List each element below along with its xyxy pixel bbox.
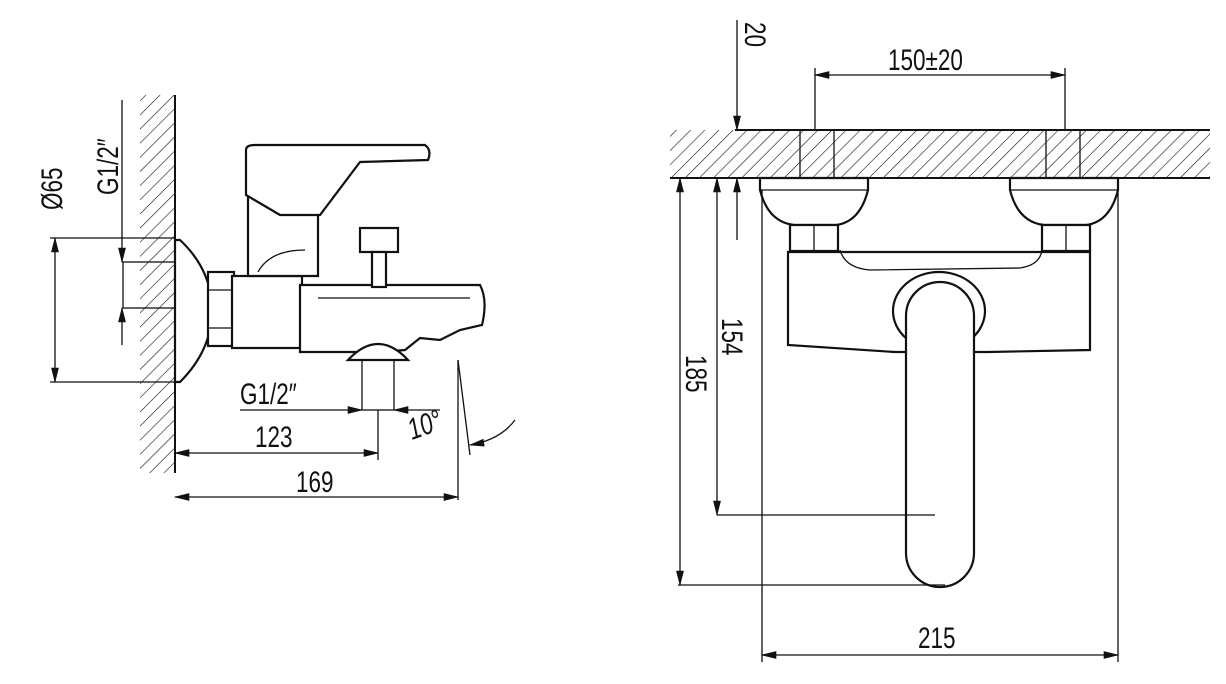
center-distance-label: 150±20: [888, 43, 963, 77]
nut: [206, 270, 236, 348]
outlet-nut: [345, 343, 411, 362]
outlet-thread: [361, 359, 395, 411]
right-escutcheon: [1008, 176, 1120, 227]
diverter-stem: [370, 250, 388, 289]
front-view: 20 150±20 154 185 215: [670, 20, 1210, 662]
wall-hatching-top: [670, 130, 1210, 178]
left-escutcheon: [758, 176, 870, 227]
wall-thread-label: G1/2″: [91, 138, 125, 195]
diverter-knob: [358, 226, 400, 254]
total-height-label: 185: [679, 355, 713, 393]
handle-height-label: 154: [715, 318, 749, 356]
lever-handle-front: [904, 280, 976, 589]
side-view: Ø65 G1/2″ G1/2″ 123 169 10°: [35, 95, 516, 501]
outlet-distance-label: 123: [255, 420, 293, 454]
valve-body: [230, 274, 304, 350]
flange-diameter-label: Ø65: [35, 167, 69, 210]
outlet-thread-label: G1/2″: [240, 377, 297, 411]
wall-hatching: [140, 95, 175, 473]
flange: [173, 238, 214, 384]
total-depth-label: 169: [296, 465, 334, 499]
wall-offset-label: 20: [738, 22, 772, 47]
lever-handle: [244, 143, 431, 217]
spout: [298, 283, 486, 354]
total-width-label: 215: [918, 621, 956, 655]
